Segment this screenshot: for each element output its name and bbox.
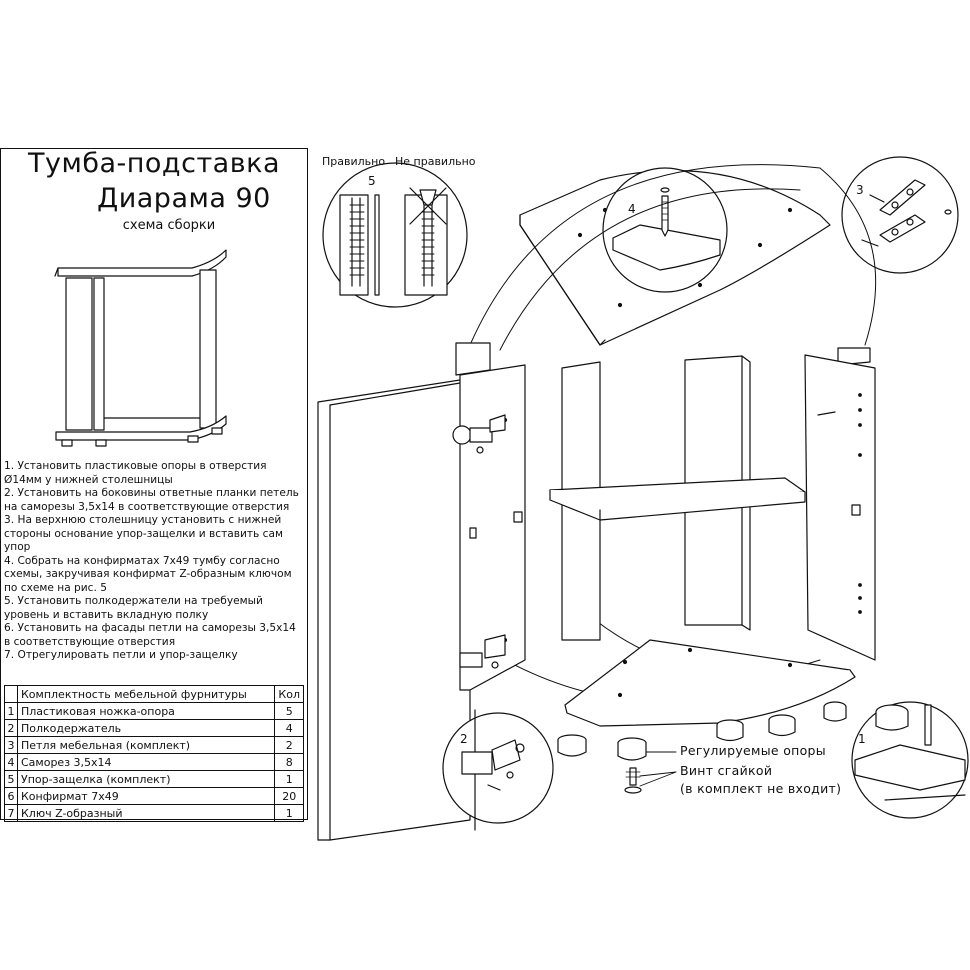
product-title: Тумба-подставка [27,148,280,179]
assembly-step: 4. Собрать на конфирматах 7х49 тумбу сог… [4,554,292,594]
detail-5-number: 5 [368,174,376,188]
bottom-countertop [564,639,856,727]
detail-2-number: 2 [460,732,468,746]
product-model: Диарама 90 [97,183,271,214]
detail-2-circle [442,709,554,831]
assembly-step: 3. На верхнюю столешницу установить с ни… [4,514,283,553]
adjustable-feet [557,701,847,794]
diagram-subtitle: схема сборки [122,218,216,233]
row-name: Упор-защелка (комплект) [16,770,276,788]
detail-4-circle [602,167,728,293]
row-name: Саморез 3,5х14 [16,753,276,771]
right-side-panel [804,347,876,661]
row-qty: 1 [274,804,304,822]
assembly-step: 5. Установить полкодержатели на требуемы… [4,595,263,621]
adjustable-feet-label: Регулируемые опоры [680,743,826,758]
hinge-upper [452,414,506,454]
assembly-arc [469,164,877,346]
row-name: Ключ Z-образный [16,804,276,822]
left-side-panel [455,342,526,691]
assembly-steps: 1. Установить пластиковые опоры в отверс… [4,460,302,663]
not-included-label: (в комплект не входит) [680,781,842,796]
assembly-step: 2. Установить на боковины ответные планк… [4,487,299,513]
assembly-step: 1. Установить пластиковые опоры в отверс… [4,460,267,486]
detail-1-number: 1 [858,732,866,746]
row-qty: 5 [274,702,304,720]
assembly-step: 6. Установить на фасады петли на саморез… [4,622,296,648]
detail-1-circle [851,701,969,819]
header-qty-cell: Кол [274,685,304,703]
screw-nut-label: Винт сгайкой [680,763,773,778]
hinge-lower [459,634,506,669]
detail-5-circle [322,162,468,308]
incorrect-label: Не правильно [395,155,476,168]
cabinet-preview [54,249,227,447]
shelf [549,477,816,521]
detail-3-number: 3 [856,183,864,197]
assembly-step: 7. Отрегулировать петли и упор-защелку [4,649,238,661]
correct-label: Правильно [322,155,386,168]
detail-3-circle [841,156,959,274]
detail-4-number: 4 [628,202,636,216]
